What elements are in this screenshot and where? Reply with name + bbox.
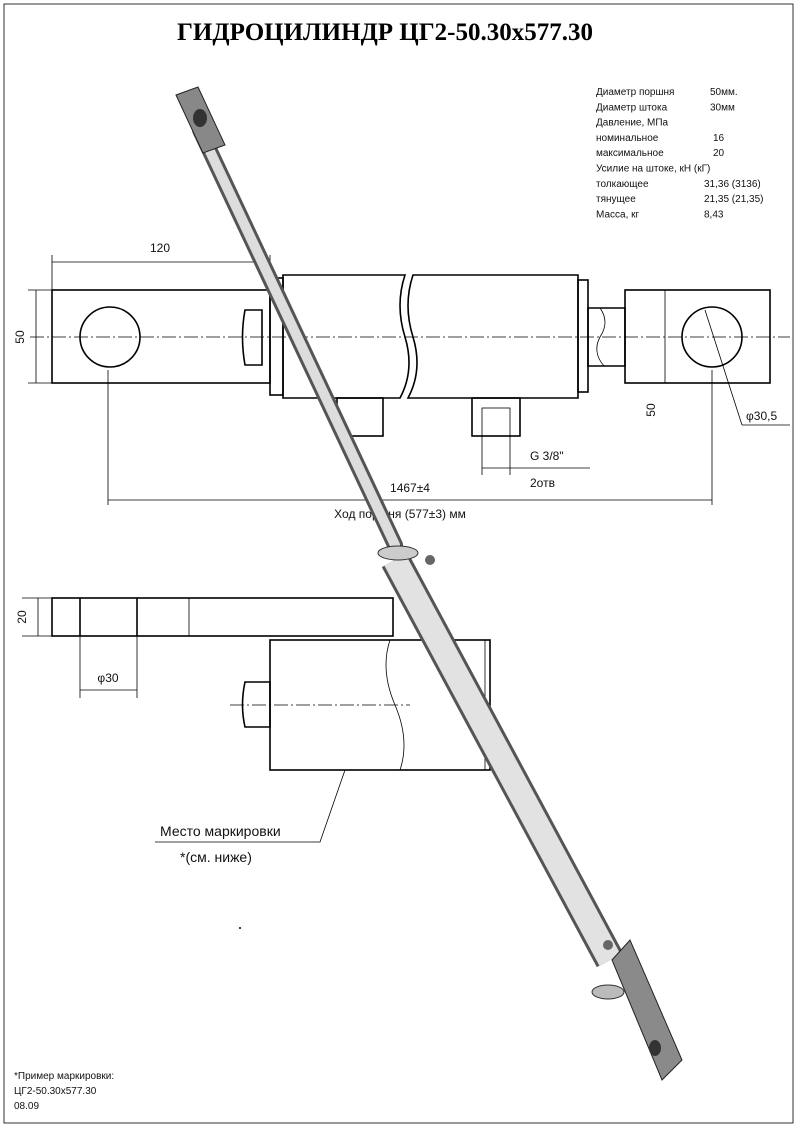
- side-view: 120 50 50 φ30,5 G 3/8" 2отв 1467±4 Ход п…: [13, 241, 790, 521]
- eye-hole-left: [79, 306, 141, 368]
- marking-example-date: 08.09: [14, 1101, 39, 1112]
- dim-eye-hole: φ30,5: [746, 409, 777, 423]
- port-2: [471, 397, 521, 437]
- barrel-left: [282, 274, 410, 399]
- spec-value: 50мм.: [710, 87, 738, 98]
- dim-port-thread: G 3/8": [530, 449, 564, 463]
- sheet-frame: [3, 3, 794, 1124]
- drawing-title: ГИДРОЦИЛИНДР ЦГ2-50.30х577.30: [177, 19, 593, 46]
- spec-label: Масса, кг: [596, 209, 639, 220]
- dim-plate-thickness: 20: [15, 610, 29, 624]
- spec-value: 21,35 (21,35): [704, 194, 764, 205]
- spec-value: 31,36 (3136): [704, 179, 761, 190]
- cylinder-3d-view: [175, 86, 683, 1081]
- spec-value: 16: [713, 133, 725, 144]
- dim-port-count: 2отв: [530, 476, 555, 490]
- eye-hole-right: [681, 306, 743, 368]
- spec-label: Диаметр поршня: [596, 87, 674, 98]
- spec-label: Диаметр штока: [596, 102, 668, 113]
- barrel-right: [406, 274, 579, 399]
- dim-stroke: Ход поршня (577±3) мм: [334, 507, 466, 521]
- marking-example-title: *Пример маркировки:: [14, 1071, 114, 1082]
- spec-table: Диаметр поршня 50мм. Диаметр штока 30ммДавл…: [596, 87, 764, 220]
- marking-example-code: ЦГ2-50.30х577.30: [14, 1086, 97, 1097]
- dim-eye-height-left: 50: [13, 330, 27, 344]
- dim-eye-height-right: 50: [644, 403, 658, 417]
- dim-eye-length: 120: [150, 241, 170, 255]
- dim-total-length: 1467±4: [390, 481, 430, 495]
- marking-place-label: Место маркировки: [160, 823, 281, 839]
- spec-value: 30мм: [710, 102, 735, 113]
- spec-label: Давление, МПа: [596, 118, 669, 129]
- spec-label: максимальное: [596, 148, 664, 159]
- marking-see-below: *(см. ниже): [180, 849, 252, 865]
- rod-eye-left: [51, 289, 271, 384]
- spec-value: 8,43: [704, 209, 724, 220]
- dim-hole-dia: φ30: [97, 671, 118, 685]
- section-view: 20 φ30 φ60 Место маркировки *(см. ниже): [15, 597, 491, 865]
- rod-eye-right: [624, 289, 771, 384]
- spec-label: толкающее: [596, 179, 649, 190]
- spec-value: 20: [713, 148, 725, 159]
- spec-label: тянущее: [596, 194, 636, 205]
- marking-example: *Пример маркировки: ЦГ2-50.30х577.30 08.…: [14, 1071, 114, 1112]
- spec-label: номинальное: [596, 133, 659, 144]
- spec-label: Усилие на штоке, кН (кГ): [596, 164, 710, 175]
